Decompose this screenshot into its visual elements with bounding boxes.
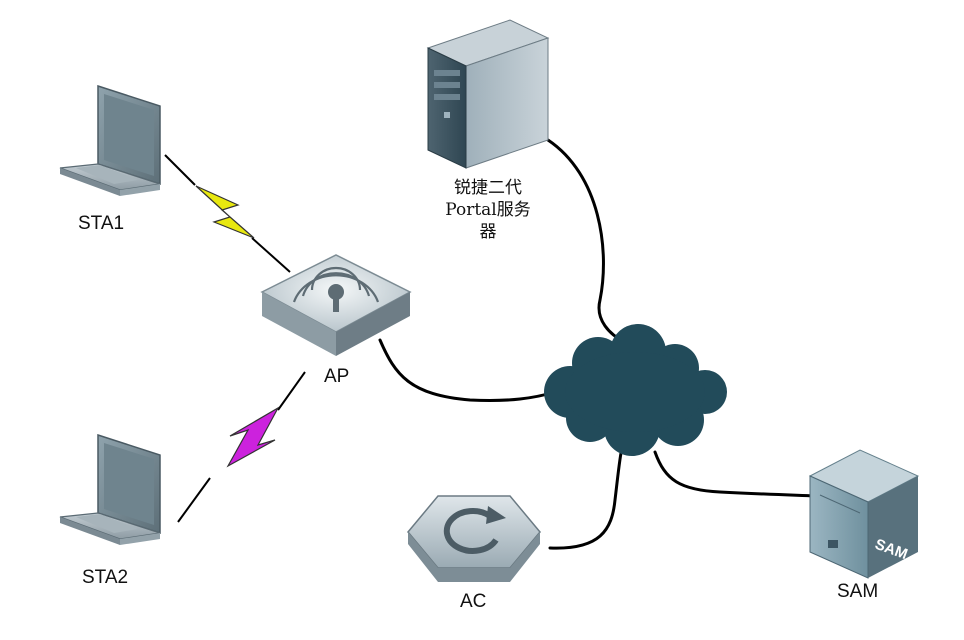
access-point-icon (260, 254, 412, 356)
ap-label: AP (324, 366, 350, 387)
network-cloud (544, 324, 727, 456)
wireless-link-sta2-ap (177, 371, 306, 523)
portal-label-line: 器 (479, 222, 497, 242)
sta2-label: STA2 (82, 567, 129, 588)
sam-server-icon: SAM (808, 449, 920, 579)
laptop-icon (59, 433, 161, 545)
sam-label: SAM (837, 581, 879, 602)
laptop-icon (59, 84, 161, 196)
link-ap-to-network (378, 338, 557, 403)
link-sam-to-network (653, 450, 817, 498)
ac-label: AC (460, 591, 487, 612)
link-portal-to-network (546, 138, 627, 344)
link-ac-to-network (548, 446, 624, 550)
portal-server-label: 锐捷二代 Portal服务 器 (438, 177, 538, 243)
access-controller-icon (407, 495, 541, 582)
portal-label-line: Portal服务 (445, 200, 531, 220)
wired-links (378, 138, 817, 550)
portal-label-line: 锐捷二代 (454, 178, 522, 198)
sta1-label: STA1 (78, 213, 125, 234)
server-tower-icon (426, 19, 550, 169)
wireless-link-sta1-ap (164, 154, 291, 273)
